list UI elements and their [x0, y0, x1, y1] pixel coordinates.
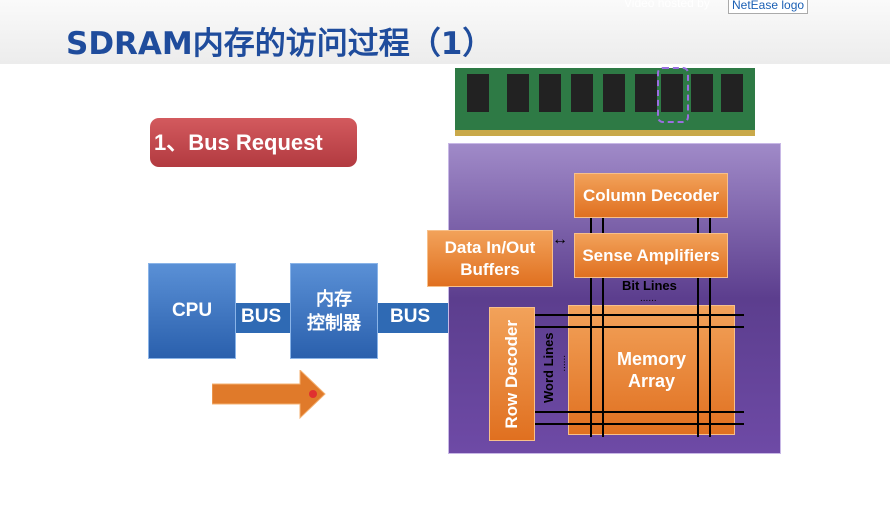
- controller-label-2: 控制器: [307, 313, 361, 333]
- bus-label-2: BUS: [390, 306, 431, 327]
- bus-label-1: BUS: [241, 306, 282, 327]
- hosted-by-text: Video hosted by: [624, 0, 710, 10]
- slide-title: SDRAM内存的访问过程（1）: [66, 26, 494, 62]
- controller-label-1: 内存: [316, 289, 352, 309]
- buffers-label-1: Data In/Out: [444, 237, 536, 257]
- chip-highlight: [657, 67, 689, 123]
- cpu-box: CPU: [148, 263, 236, 359]
- netease-logo[interactable]: NetEase logo: [728, 0, 809, 14]
- bit-lines-label: Bit Lines: [622, 278, 677, 293]
- memory-controller-box: 内存控制器: [290, 263, 378, 359]
- row-decoder-label: Row Decoder: [502, 319, 521, 429]
- word-lines-dots: ......: [557, 355, 568, 372]
- memory-array-label-1: Memory: [616, 349, 687, 369]
- sense-amplifiers: Sense Amplifiers: [574, 233, 728, 278]
- buffers-label-2: Buffers: [460, 259, 520, 279]
- memory-array-label-2: Array: [627, 371, 676, 391]
- column-decoder: Column Decoder: [574, 173, 728, 218]
- step-label: 1、Bus Request: [150, 118, 357, 167]
- right-arrow-icon: [212, 370, 326, 420]
- word-lines-label: Word Lines: [541, 332, 556, 404]
- row-decoder: Row Decoder: [489, 307, 535, 441]
- memory-module-image: [455, 68, 755, 136]
- bit-lines-dots: ......: [640, 293, 657, 304]
- cpu-label: CPU: [171, 300, 213, 321]
- bidirectional-arrow-icon: ↔: [552, 231, 568, 248]
